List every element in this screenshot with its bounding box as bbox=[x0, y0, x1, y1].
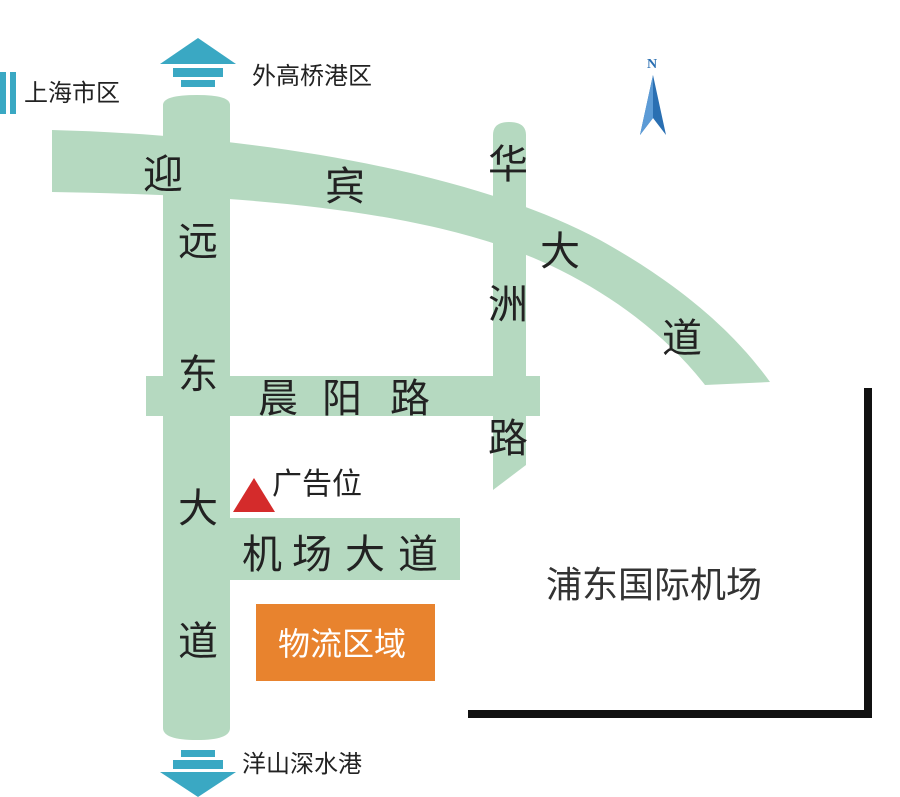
road-label-huaxia-2: 洲 bbox=[488, 282, 528, 328]
road-label-jichang-2: 场 bbox=[292, 532, 332, 578]
road-label-jichang-4: 道 bbox=[398, 532, 438, 578]
airport-label: 浦东国际机场 bbox=[546, 565, 762, 606]
destination-south: 洋山深水港 bbox=[242, 750, 362, 778]
road-label-chenyang-3: 路 bbox=[390, 376, 430, 422]
road-label-yuandong-4: 道 bbox=[178, 619, 218, 665]
road-jichang bbox=[228, 518, 460, 580]
logistics-area-label: 物流区域 bbox=[278, 625, 406, 663]
south-arrow-icon bbox=[160, 750, 236, 797]
logistics-area bbox=[256, 604, 435, 681]
road-label-yuandong-2: 东 bbox=[178, 352, 218, 398]
road-chenyang bbox=[146, 376, 540, 416]
road-label-yuandong-3: 大 bbox=[178, 486, 218, 532]
road-labels: 迎 宾 大 道 远 东 大 道 华 洲 路 晨 阳 路 机 场 大 道 bbox=[143, 142, 702, 665]
road-label-chenyang-2: 阳 bbox=[322, 376, 362, 422]
compass-label: N bbox=[647, 57, 657, 72]
roads bbox=[52, 95, 770, 740]
road-label-jichang-3: 大 bbox=[345, 532, 385, 578]
west-marker-icon bbox=[0, 72, 16, 114]
ad-position-label: 广告位 bbox=[272, 467, 362, 502]
road-label-huaxia-1: 华 bbox=[488, 142, 528, 188]
road-label-yuandong-1: 远 bbox=[178, 219, 218, 265]
destination-north: 外高桥港区 bbox=[252, 62, 372, 90]
road-label-yingbin-1: 迎 bbox=[143, 152, 183, 198]
road-yuandong bbox=[163, 95, 230, 740]
road-label-jichang-1: 机 bbox=[242, 532, 282, 578]
north-arrow-icon bbox=[160, 38, 236, 87]
road-label-yingbin-2: 宾 bbox=[325, 164, 365, 210]
road-label-yingbin-3: 大 bbox=[540, 229, 580, 275]
road-label-yingbin-4: 道 bbox=[662, 316, 702, 362]
road-label-huaxia-3: 路 bbox=[488, 416, 528, 462]
road-yingbin bbox=[52, 130, 770, 385]
ad-position-marker-icon bbox=[233, 478, 275, 512]
destination-west: 上海市区 bbox=[24, 79, 120, 107]
compass-icon bbox=[640, 75, 666, 135]
road-label-chenyang-1: 晨 bbox=[258, 376, 298, 422]
airport-boundary bbox=[468, 388, 872, 718]
